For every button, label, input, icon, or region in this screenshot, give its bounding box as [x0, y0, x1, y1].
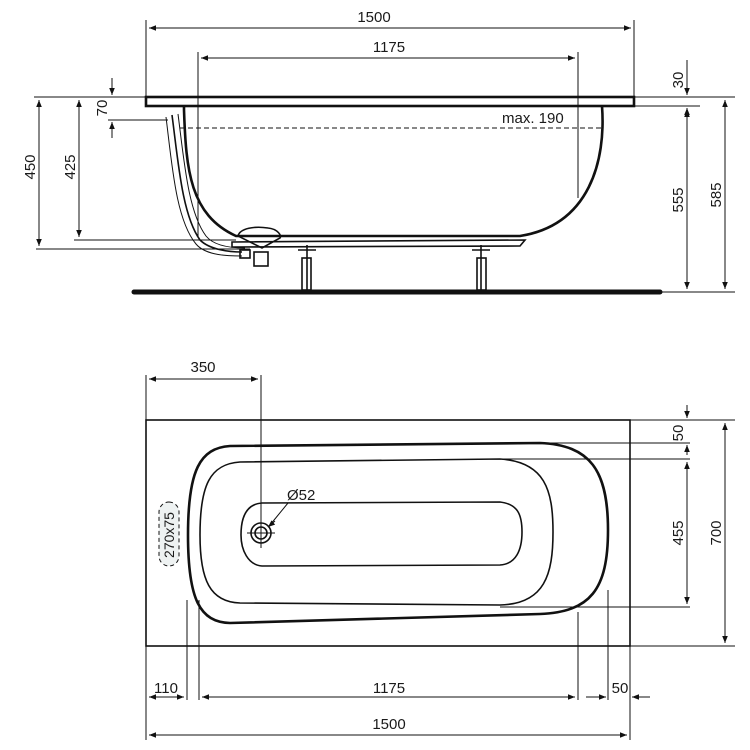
- bowl-outline: [186, 441, 610, 625]
- base-plate: [231, 239, 527, 248]
- side-view: max. 190 1500 1175 30 555 585 450 4: [22, 9, 735, 295]
- height-425: 425: [62, 154, 79, 179]
- overall-width-700: 700: [708, 520, 725, 545]
- support-foot-left: [298, 245, 316, 291]
- overall-length-1500: 1500: [372, 716, 405, 733]
- support-foot-right: [472, 245, 490, 291]
- side-length-1500: 1500: [357, 9, 390, 26]
- tub-body: [182, 105, 604, 238]
- outer-rim-outline: [145, 419, 631, 647]
- rim-top-50: 50: [670, 425, 687, 442]
- height-585: 585: [708, 182, 725, 207]
- side-inner-length-1175: 1175: [373, 39, 405, 56]
- height-450: 450: [22, 154, 39, 179]
- left-rim-110: 110: [154, 680, 178, 697]
- water-level-label: max. 190: [502, 110, 564, 127]
- bowl-inner-contour: [199, 458, 554, 606]
- inner-width-455: 455: [670, 520, 687, 545]
- top-view: Ø52 270x75 350 50 455 700 110 1175: [145, 359, 735, 740]
- inner-length-1175: 1175: [373, 680, 405, 697]
- waste-overflow-pipes: [165, 113, 282, 267]
- bowl-floor-contour: [240, 501, 523, 567]
- cutout-size-label: 270x75: [161, 512, 177, 558]
- overflow-offset-70: 70: [94, 100, 111, 117]
- drain-plug: [237, 226, 282, 249]
- depth-555: 555: [670, 187, 687, 212]
- overflow-cutout: [158, 501, 180, 567]
- rim-outline: [144, 95, 636, 108]
- right-rim-50: 50: [612, 680, 629, 697]
- drain-offset-350: 350: [190, 359, 215, 376]
- drain-diameter-label: Ø52: [287, 487, 315, 504]
- rim-thickness-30: 30: [670, 72, 687, 89]
